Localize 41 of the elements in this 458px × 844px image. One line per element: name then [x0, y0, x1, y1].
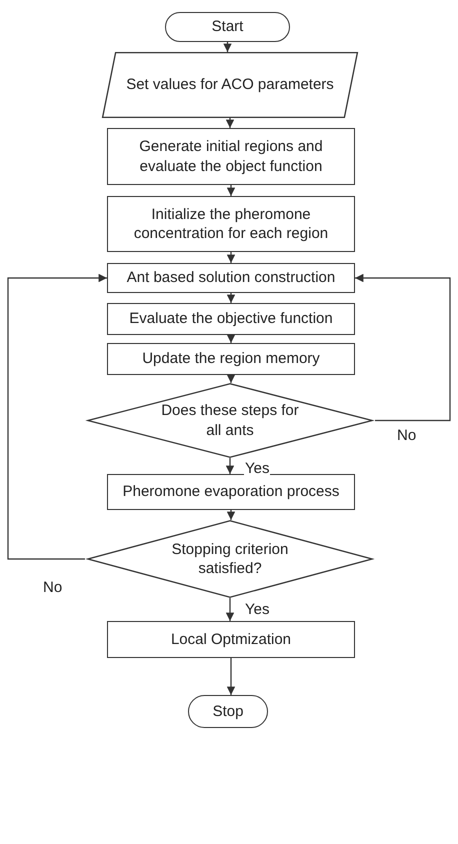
arrow — [355, 274, 451, 422]
node-text: Pheromone evaporation process — [122, 482, 340, 502]
node-text: Ant based solution construction — [126, 268, 336, 288]
arrow — [226, 374, 236, 383]
node-text: Initialize the pheromone concentration for each region — [132, 204, 330, 244]
node-text: Generate initial regions and evaluate the object function — [138, 137, 324, 176]
process-box — [107, 621, 355, 658]
edge-label: No — [42, 580, 64, 595]
node-text: Does these steps for all ants — [160, 401, 300, 440]
arrow — [226, 334, 236, 343]
node-text: Local Optmization — [170, 630, 292, 650]
arrow — [226, 658, 236, 695]
node-text: Evaluate the objective function — [129, 309, 333, 329]
node-text: Start — [212, 17, 244, 37]
process-box — [107, 128, 355, 185]
arrow — [226, 118, 234, 128]
arrow — [226, 252, 236, 263]
input-parallelogram — [100, 52, 360, 118]
arrow — [226, 293, 236, 303]
decision-diamond — [85, 520, 375, 598]
node-text: Update the region memory — [142, 349, 320, 369]
arrow — [226, 185, 236, 196]
edge-label: Yes — [244, 461, 270, 476]
process-box — [107, 474, 355, 510]
terminal-node — [165, 12, 290, 42]
edge-label: Yes — [244, 602, 270, 617]
arrow — [226, 510, 236, 520]
terminal-node — [188, 695, 268, 728]
edge-label: No — [396, 428, 418, 443]
node-text: Set values for ACO parameters — [126, 75, 334, 95]
decision-diamond — [85, 383, 375, 458]
process-box — [107, 263, 355, 293]
arrow — [7, 274, 107, 560]
process-box — [107, 196, 355, 252]
node-text: Stopping criterion satisfied? — [170, 540, 290, 578]
process-box — [107, 343, 355, 375]
arrow — [226, 458, 234, 474]
node-text: Stop — [212, 702, 244, 722]
arrow — [226, 598, 234, 621]
arrow — [223, 42, 232, 52]
process-box — [107, 303, 355, 335]
